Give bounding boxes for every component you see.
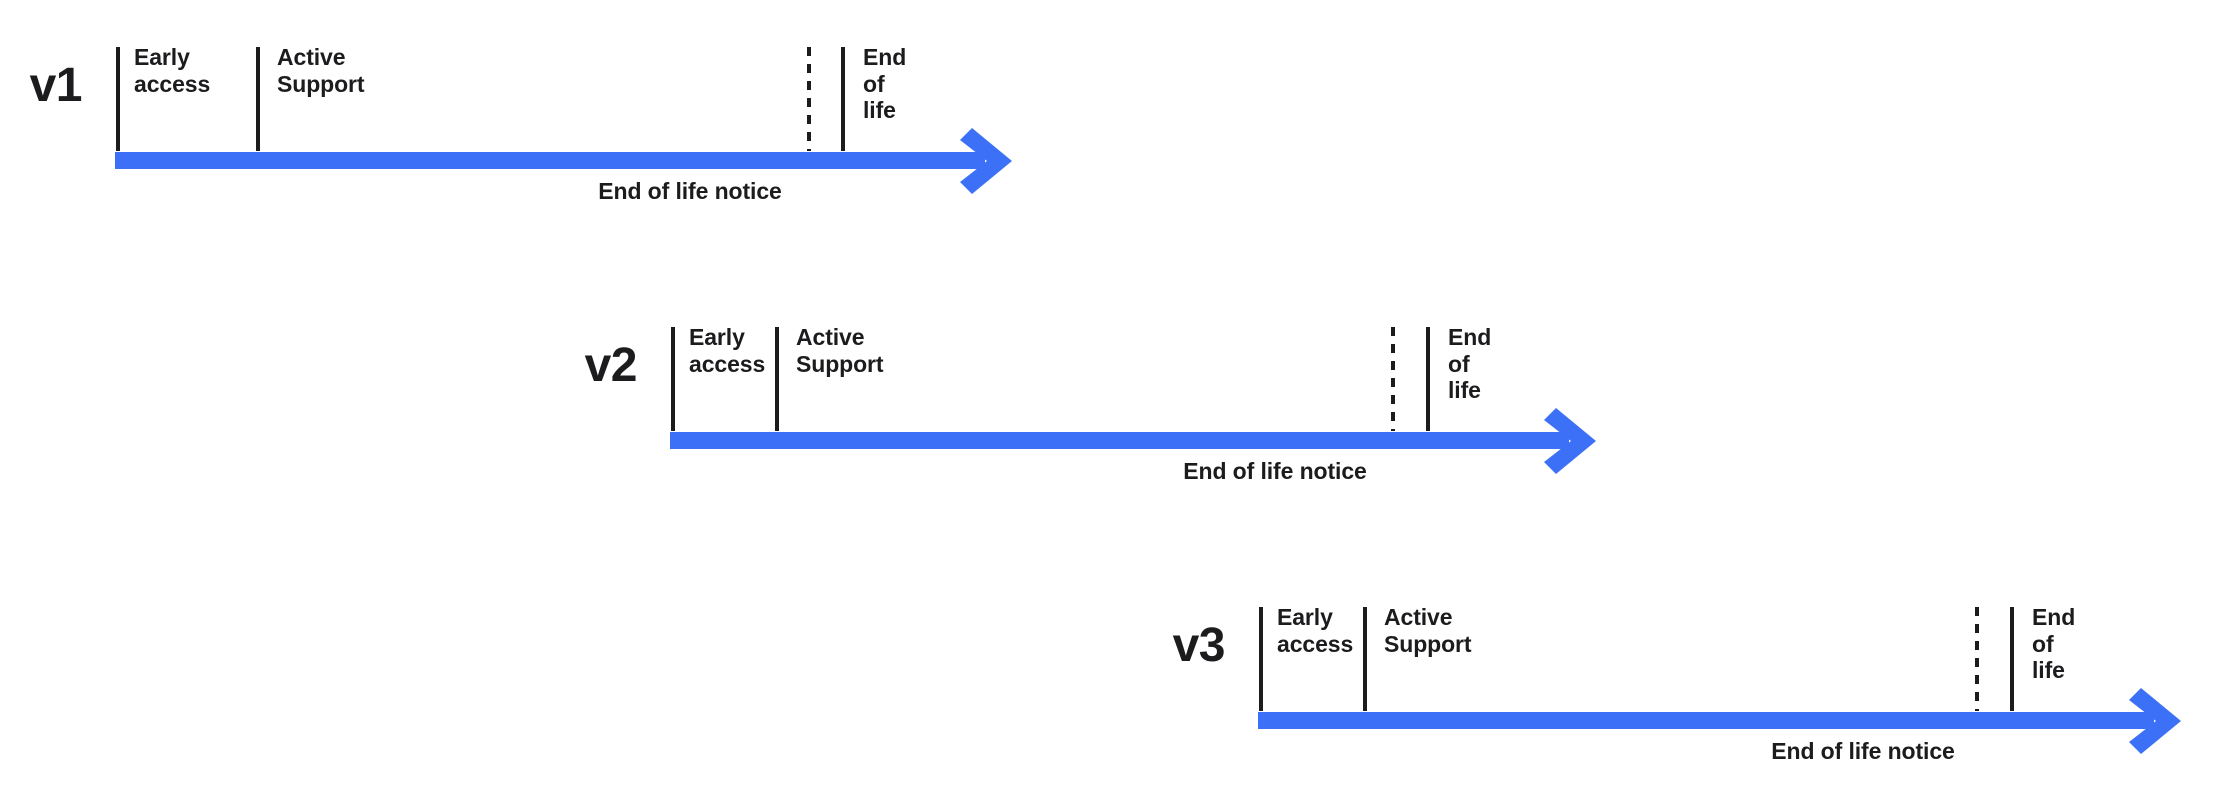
divider-eol-notice-v1 bbox=[807, 47, 811, 151]
eol-notice-label-v2: End of life notice bbox=[1183, 458, 1367, 484]
eol-notice-label-v3: End of life notice bbox=[1771, 738, 1955, 764]
divider-eol-notice-v2 bbox=[1391, 327, 1395, 431]
divider-early-access-end-v2 bbox=[775, 327, 779, 431]
phase-label-end-of-life-v1: End of life bbox=[863, 44, 907, 124]
phase-label-active-support-v1: Active Support bbox=[277, 44, 365, 97]
phase-label-active-support-v3: Active Support bbox=[1384, 604, 1472, 657]
version-label-v2: v2 bbox=[584, 339, 638, 392]
divider-end-of-life-v2 bbox=[1426, 327, 1430, 431]
arrow-head-icon-v2 bbox=[1544, 406, 1604, 476]
divider-early-access-end-v1 bbox=[256, 47, 260, 151]
phase-label-early-access-v1: Early access bbox=[134, 44, 211, 97]
version-label-v1: v1 bbox=[29, 59, 83, 112]
phase-label-early-access-v2: Early access bbox=[689, 324, 766, 377]
eol-notice-label-v1: End of life notice bbox=[598, 178, 782, 204]
phase-label-end-of-life-v2: End of life bbox=[1448, 324, 1492, 404]
arrow-head-icon-v1 bbox=[960, 126, 1020, 196]
phase-label-active-support-v2: Active Support bbox=[796, 324, 884, 377]
divider-start-v1 bbox=[116, 47, 120, 151]
arrow-head-icon-v3 bbox=[2129, 686, 2189, 756]
divider-eol-notice-v3 bbox=[1975, 607, 1979, 711]
version-label-v3: v3 bbox=[1172, 619, 1226, 672]
divider-start-v3 bbox=[1259, 607, 1263, 711]
lifecycle-track-v3 bbox=[1258, 712, 2154, 729]
lifecycle-track-v2 bbox=[670, 432, 1569, 449]
divider-end-of-life-v3 bbox=[2010, 607, 2014, 711]
lifecycle-track-v1 bbox=[115, 152, 985, 169]
divider-start-v2 bbox=[671, 327, 675, 431]
phase-label-early-access-v3: Early access bbox=[1277, 604, 1354, 657]
divider-end-of-life-v1 bbox=[841, 47, 845, 151]
divider-early-access-end-v3 bbox=[1363, 607, 1367, 711]
phase-label-end-of-life-v3: End of life bbox=[2032, 604, 2076, 684]
